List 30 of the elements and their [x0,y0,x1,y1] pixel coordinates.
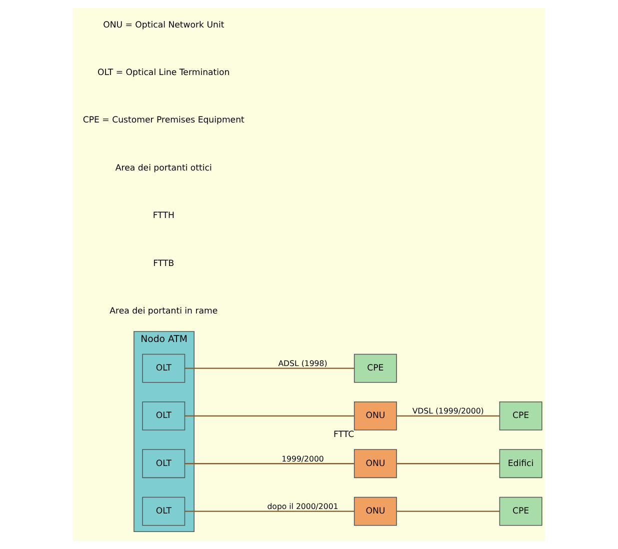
label: FTTH [152,211,174,222]
label: ONU = Optical Network Unit [103,20,224,30]
label: CPE = Customer Premises Equipment [82,116,244,126]
node-box: OLT [142,496,186,526]
edge-label: VDSL (1999/2000) [412,406,484,416]
node-box: ONU [354,449,397,478]
node-label: FTTC [333,430,354,440]
edge-label: ADSL (1998) [278,358,328,368]
node-box: OLT [142,449,186,478]
node-box: CPE [499,401,542,430]
node-box: ONU [354,401,397,430]
node-box: CPE [499,496,542,526]
connector [184,463,354,464]
connector [184,510,354,512]
connector [184,368,354,369]
connector [396,463,500,464]
label: Area dei portanti ottici [115,163,212,174]
connector [184,415,354,417]
connector [396,510,500,512]
edge-label: dopo il 2000/2001 [267,502,338,511]
node-box: CPE [354,354,397,383]
connector [396,415,500,417]
node-box: OLT [142,401,186,430]
node-box: Edifici [499,449,542,478]
node-box: ONU [354,496,397,526]
label: FTTB [153,258,174,269]
node-box: OLT [142,354,186,383]
label: OLT = Optical Line Termination [98,68,230,78]
label: Area dei portanti in rame [110,306,218,316]
edge-label: 1999/2000 [282,454,324,464]
